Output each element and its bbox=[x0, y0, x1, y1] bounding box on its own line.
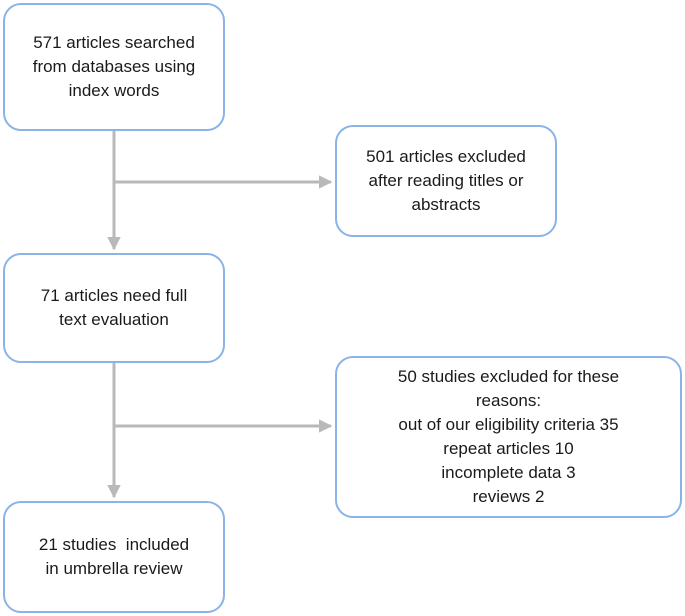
text-line: 71 articles need full bbox=[40, 286, 188, 305]
text-line: in umbrella review bbox=[45, 559, 183, 578]
box-articles-excluded-titles: 501 articles excluded after reading titl… bbox=[335, 125, 557, 237]
text-line: 21 studies included bbox=[38, 535, 190, 554]
text-line: reviews 2 bbox=[472, 487, 545, 506]
text-line: repeat articles 10 bbox=[443, 439, 574, 458]
text-line: abstracts bbox=[411, 195, 481, 214]
text-line: index words bbox=[68, 81, 160, 100]
text-line: 50 studies excluded for these bbox=[397, 367, 620, 386]
box-studies-included: 21 studies included in umbrella review bbox=[3, 501, 225, 613]
text-line: reasons: bbox=[475, 391, 542, 410]
text-line: 501 articles excluded bbox=[366, 147, 526, 166]
box-full-text-evaluation: 71 articles need full text evaluation bbox=[3, 253, 225, 363]
box-studies-included-text: 21 studies included in umbrella review bbox=[39, 533, 189, 581]
box-articles-searched-text: 571 articles searched from databases usi… bbox=[33, 31, 196, 103]
text-line: after reading titles or bbox=[368, 171, 524, 190]
text-line: out of our eligibility criteria 35 bbox=[398, 415, 619, 434]
box-articles-searched: 571 articles searched from databases usi… bbox=[3, 3, 225, 131]
text-line: from databases using bbox=[32, 57, 196, 76]
box-full-text-evaluation-text: 71 articles need full text evaluation bbox=[41, 284, 187, 332]
box-studies-excluded-reasons: 50 studies excluded for these reasons: o… bbox=[335, 356, 682, 518]
box-studies-excluded-reasons-text: 50 studies excluded for these reasons: o… bbox=[398, 365, 619, 509]
text-line: 571 articles searched bbox=[33, 33, 195, 52]
text-line: incomplete data 3 bbox=[441, 463, 576, 482]
text-line: text evaluation bbox=[59, 310, 169, 329]
box-articles-excluded-titles-text: 501 articles excluded after reading titl… bbox=[366, 145, 526, 217]
